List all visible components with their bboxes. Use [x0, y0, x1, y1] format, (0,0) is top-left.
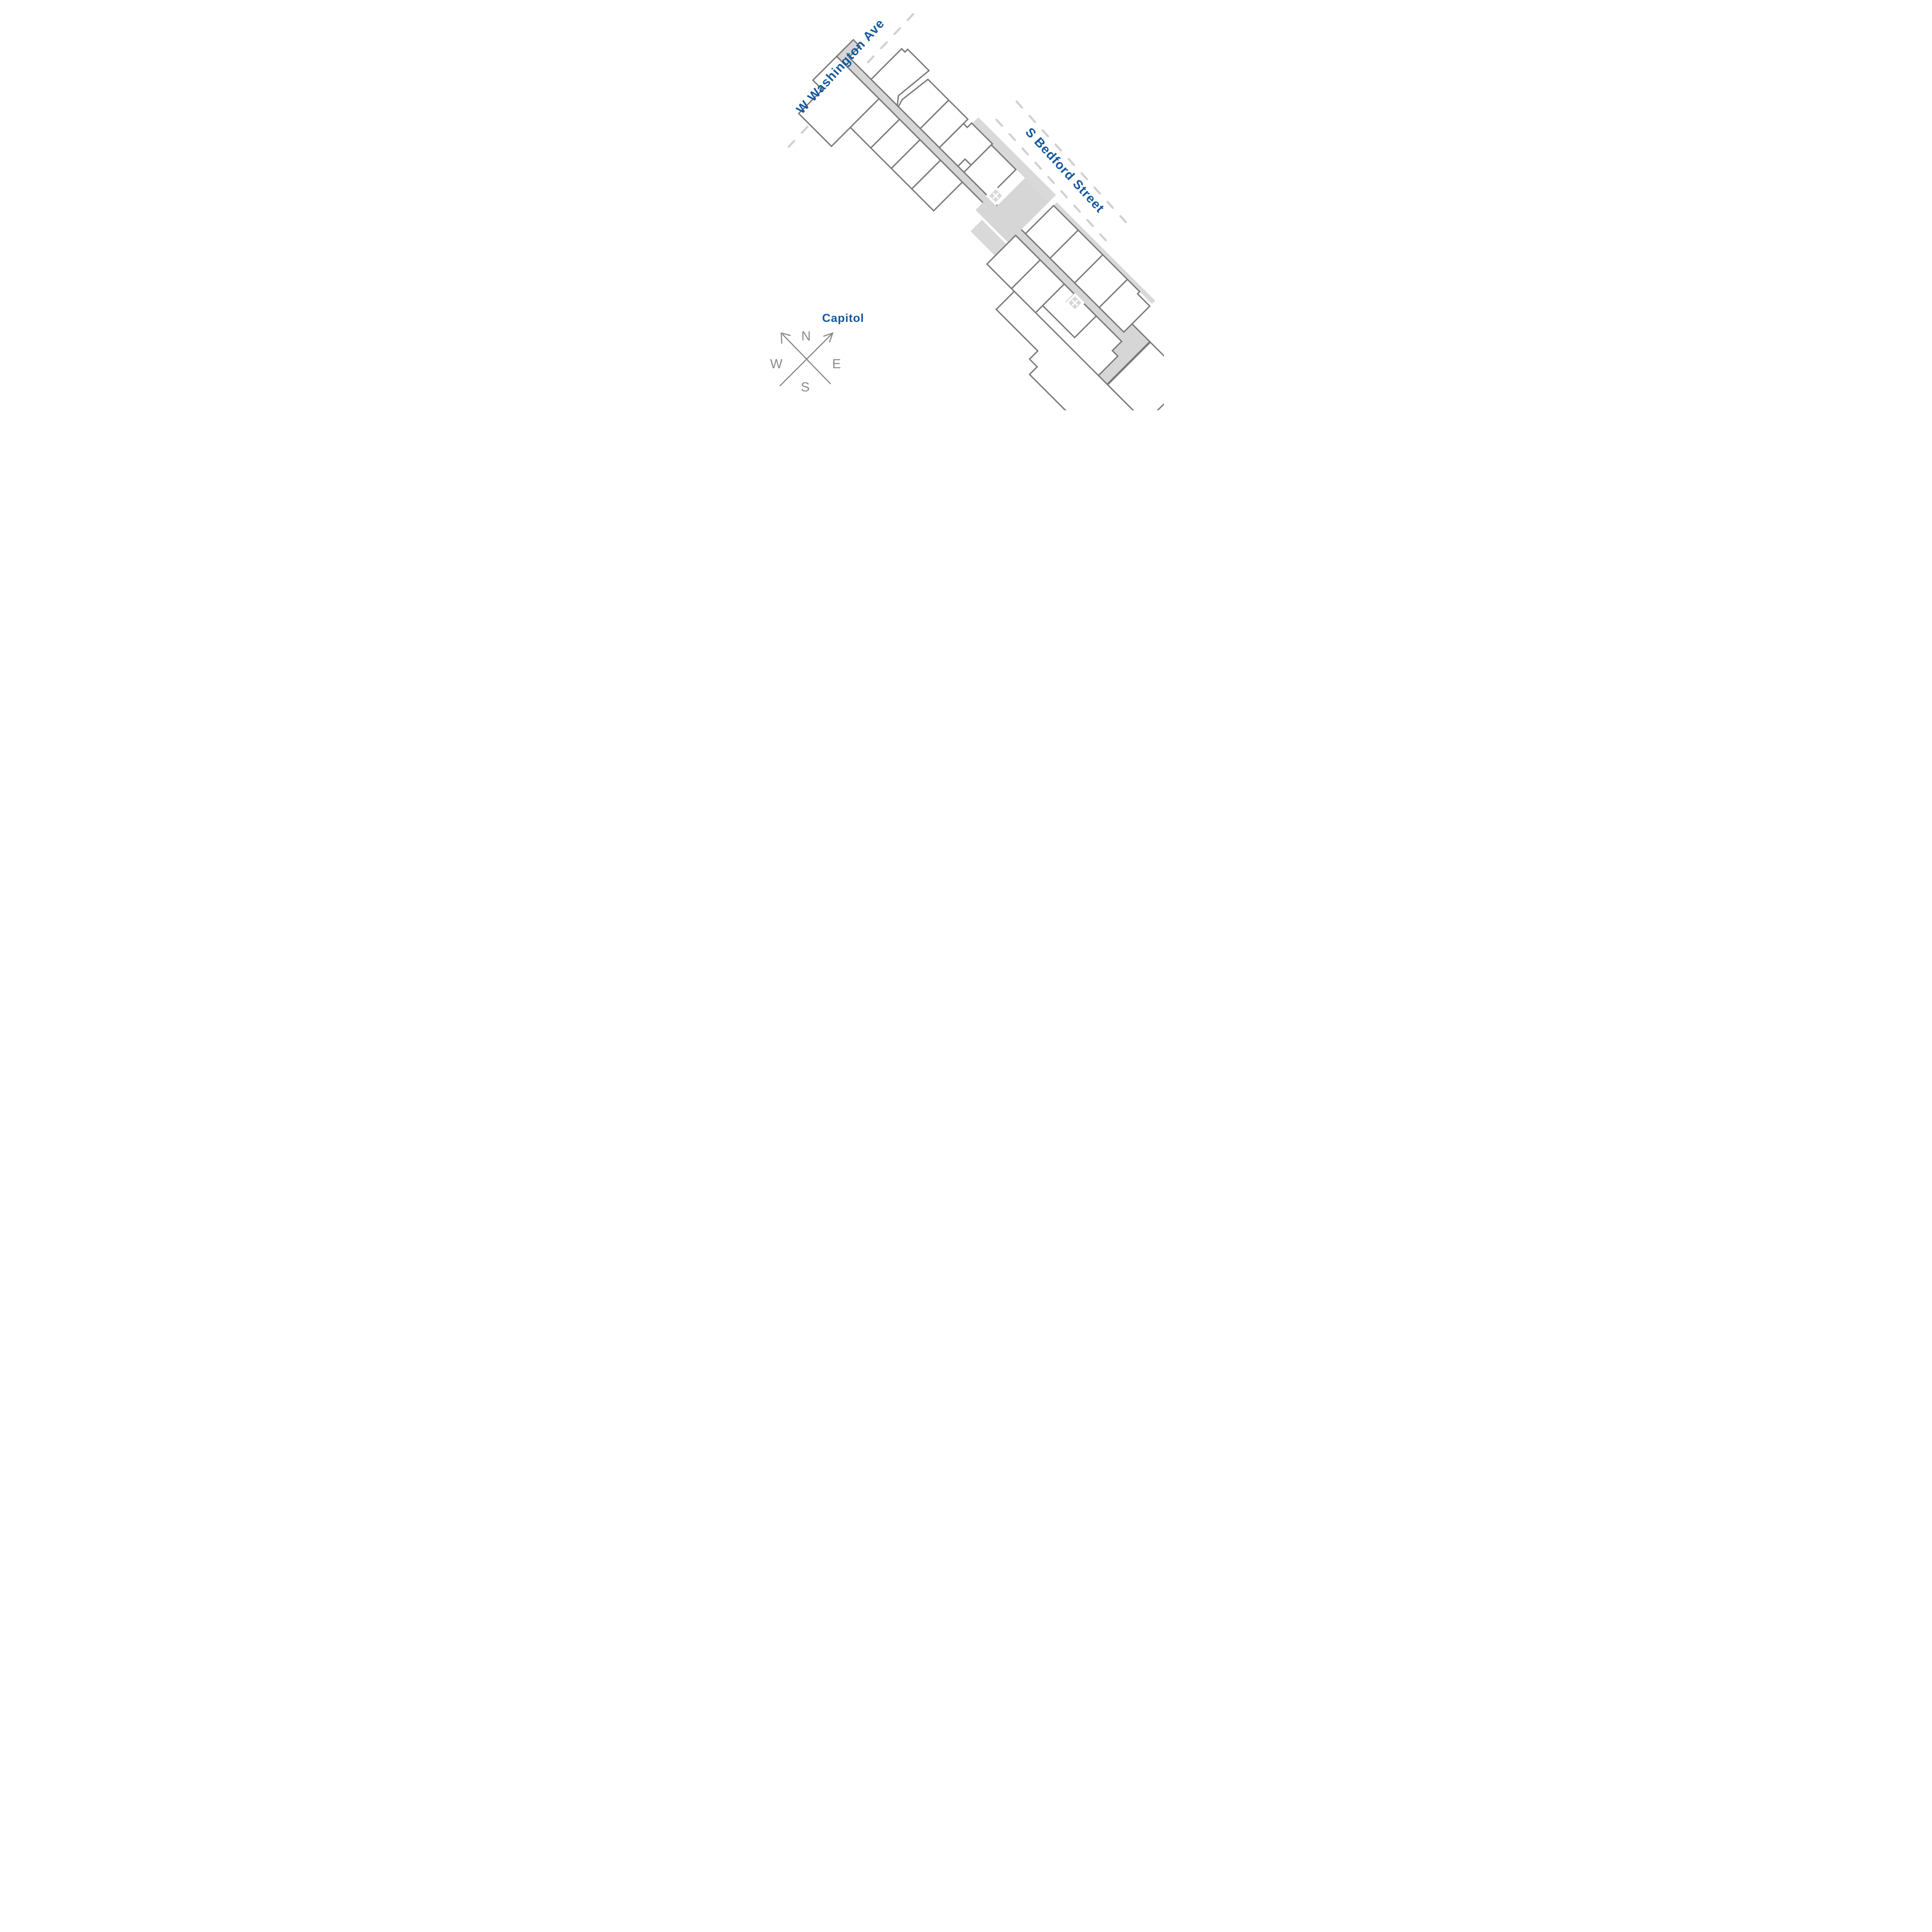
building-unit: [1098, 278, 1151, 333]
building-unit: [870, 48, 930, 107]
compass-east-label: E: [832, 357, 841, 371]
walkway-shadow-stripe-upper: [971, 117, 1056, 202]
x-icon-stroke: [992, 192, 998, 199]
building-unit: [995, 290, 1146, 410]
capitol-label: Capitol: [822, 312, 864, 325]
compass-arrowhead-northeast: [823, 332, 833, 343]
compass-north-label: N: [801, 329, 811, 344]
walkway-intersection: [975, 202, 1022, 248]
x-icon-stroke: [1071, 300, 1078, 306]
site-plan-svg: W Washington Ave S Bedford Street N W E …: [770, 7, 1164, 410]
compass-arrowhead-northwest: [780, 332, 791, 344]
compass-arrow-northeast: [779, 333, 832, 386]
compass: N W E S: [770, 329, 840, 395]
site-map: W Washington Ave S Bedford Street N W E …: [768, 0, 1164, 410]
bedford-street-dash-line-outer: [1015, 100, 1130, 226]
walkway-shadow-stripe-lower: [1053, 202, 1155, 304]
compass-arrow-northwest: [782, 334, 831, 384]
building-unit: [897, 78, 950, 130]
stair-marker-upper: [985, 186, 1005, 206]
building-clusters: [797, 39, 1164, 410]
bedford-street-dash-line-inner: [995, 119, 1110, 245]
compass-west-label: W: [770, 357, 782, 371]
building-unit: [1106, 341, 1164, 410]
compass-south-label: S: [801, 380, 810, 395]
walkway-arm-northeast: [997, 178, 1049, 230]
building-unit: [910, 159, 963, 212]
courtyard-paving: [970, 219, 1007, 256]
washington-street-dash-line: [787, 7, 920, 148]
